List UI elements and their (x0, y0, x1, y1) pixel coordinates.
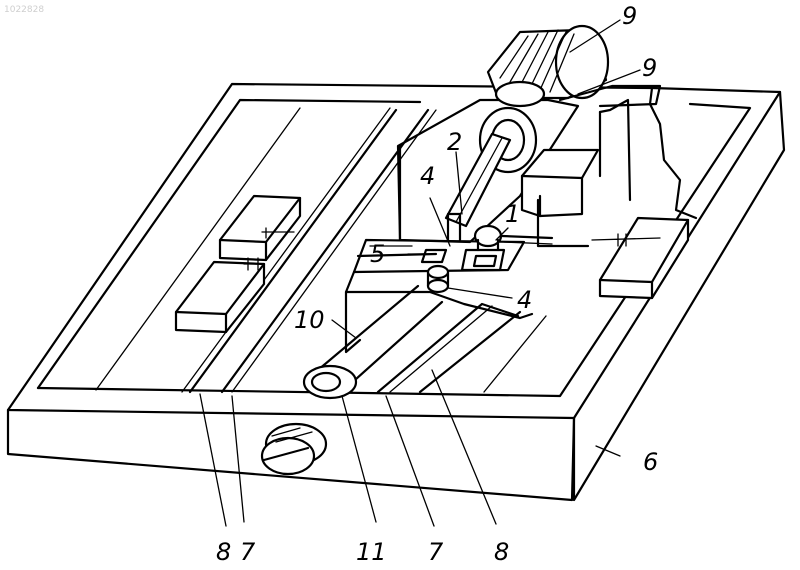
label-6: 6 (643, 448, 658, 476)
label-10: 10 (294, 306, 325, 334)
label-1: 1 (505, 200, 520, 228)
label-8-left: 8 (216, 538, 231, 565)
adjusting-screw (262, 424, 326, 474)
lead-screw (304, 286, 546, 398)
label-9-motor: 9 (622, 2, 637, 30)
label-5: 5 (370, 240, 385, 268)
label-9-plate: 9 (642, 54, 657, 82)
label-4-upper: 4 (420, 162, 435, 190)
label-2: 2 (447, 128, 462, 156)
label-8-right: 8 (494, 538, 509, 565)
right-compartment (592, 88, 696, 298)
label-4-lower: 4 (517, 286, 532, 314)
label-7-left: 7 (240, 538, 256, 565)
central-carriage (346, 100, 630, 352)
watermark-text: 1022828 (4, 5, 44, 15)
label-11: 11 (356, 538, 387, 565)
label-7-center: 7 (428, 538, 444, 565)
motor (488, 26, 660, 106)
